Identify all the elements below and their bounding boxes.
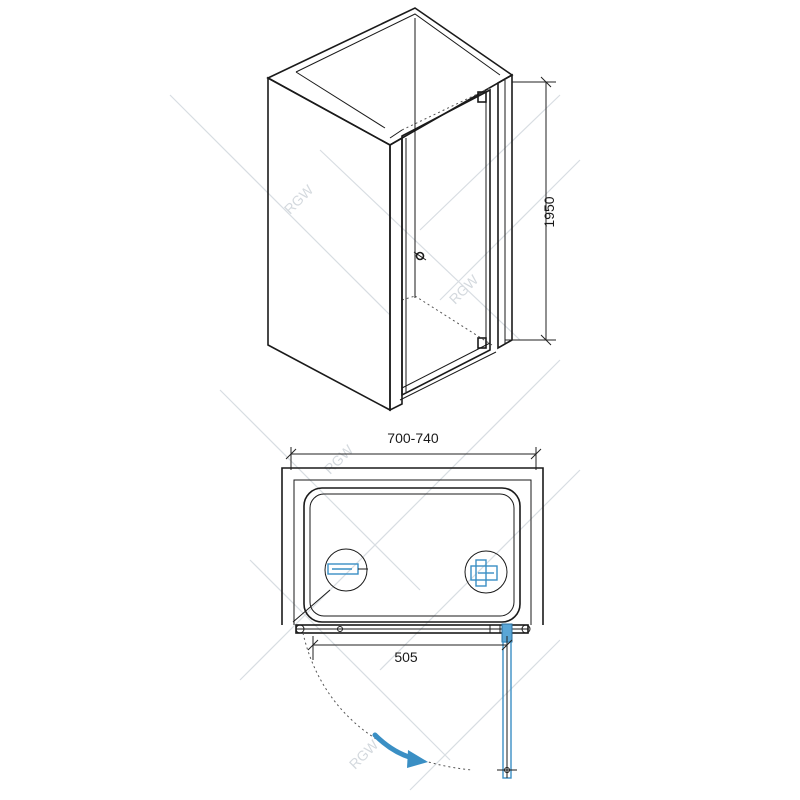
isometric-view: 1950 (266, 7, 557, 412)
top-profile (389, 129, 403, 139)
bottom-hinge (477, 337, 487, 349)
top-hinge (477, 91, 487, 103)
watermark-text-3: RGW (321, 441, 357, 477)
profile-screw (337, 626, 343, 632)
floor-edge-right (414, 295, 493, 346)
door-bottom-rail (401, 342, 491, 389)
door-swing-top (401, 87, 491, 131)
floor-edge-left (401, 295, 416, 301)
profile-end-right (521, 624, 531, 634)
left-wall-side (267, 76, 391, 412)
watermark-lines (169, 94, 581, 791)
hinge-icon (464, 550, 508, 594)
watermark-text-2: RGW (446, 271, 482, 307)
door-handle (415, 251, 425, 261)
back-wall-top-edge (295, 13, 501, 76)
enclosure-walls (281, 467, 544, 625)
height-label: 1950 (541, 196, 557, 227)
curved-arrow-icon (372, 732, 428, 768)
profile-end-left (295, 624, 305, 634)
width-label: 700-740 (387, 430, 439, 446)
left-wall-front-face (389, 136, 403, 412)
watermark-text-4: RGW (346, 736, 382, 772)
enclosure-inner-walls (293, 479, 532, 625)
door-panel (401, 88, 491, 397)
plan-view: 700-740 (281, 430, 544, 779)
left-wall-top (266, 7, 514, 146)
door-width-label: 505 (394, 649, 418, 665)
watermark-text-1: RGW (281, 181, 317, 217)
magnet-profile-icon (324, 548, 368, 592)
door-swing-arc (302, 632, 473, 771)
shower-tray (303, 487, 521, 623)
